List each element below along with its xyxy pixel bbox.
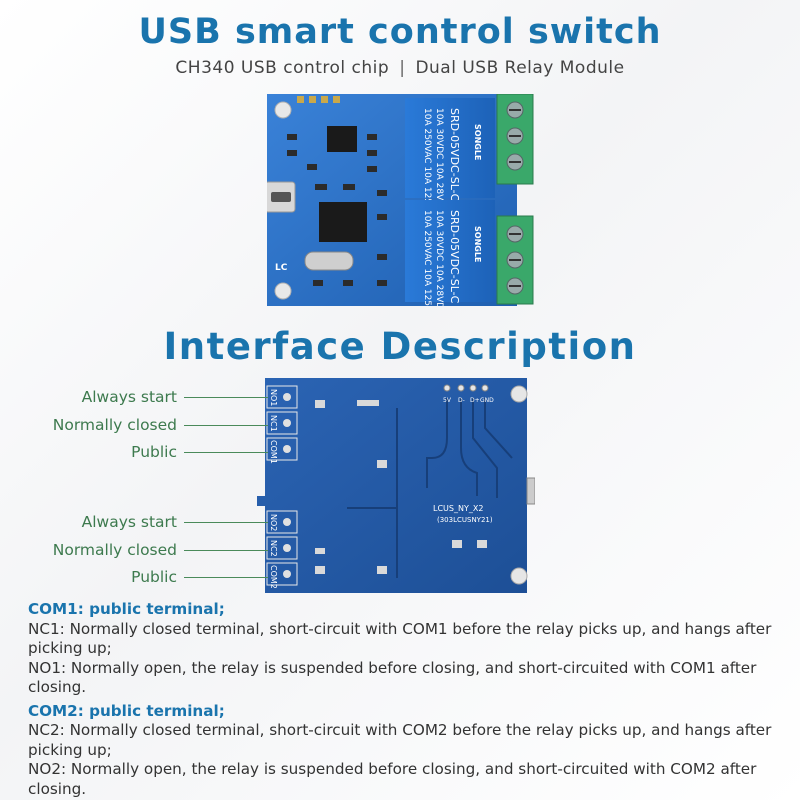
svg-text:SRD-05VDC-SL-C: SRD-05VDC-SL-C bbox=[448, 108, 461, 202]
pin-no1: NO1 bbox=[269, 389, 278, 406]
nc2-description: NC2: Normally closed terminal, short-cir… bbox=[28, 721, 772, 759]
subtitle-chip: CH340 USB control chip bbox=[175, 58, 390, 78]
svg-text:10A 30VDC 10A 28VDC: 10A 30VDC 10A 28VDC bbox=[434, 108, 444, 213]
callout-com2: Public bbox=[131, 568, 177, 586]
svg-text:SONGLE: SONGLE bbox=[473, 124, 482, 160]
callout-line bbox=[184, 452, 268, 453]
relay-board-back-image: 5V D- D+ GND LCUS_NY_X2 (303LCUSNY21) NO… bbox=[257, 378, 535, 593]
callout-no1: Always start bbox=[81, 388, 177, 406]
callout-line bbox=[184, 577, 268, 578]
description-block: COM1: public terminal; NC1: Normally clo… bbox=[28, 600, 778, 799]
svg-text:5V: 5V bbox=[443, 397, 452, 404]
pin-com2: COM2 bbox=[269, 565, 278, 589]
no2-description: NO2: Normally open, the relay is suspend… bbox=[28, 760, 757, 798]
callout-no2: Always start bbox=[81, 513, 177, 531]
nc1-description: NC1: Normally closed terminal, short-cir… bbox=[28, 619, 772, 658]
page-subtitle: CH340 USB control chip | Dual USB Relay Mo… bbox=[0, 58, 800, 78]
svg-text:SONGLE: SONGLE bbox=[473, 226, 482, 262]
board-model-text: LCUS_NY_X2 bbox=[433, 504, 483, 513]
callout-com1: Public bbox=[131, 443, 177, 461]
pin-nc2: NC2 bbox=[269, 540, 278, 557]
callout-line bbox=[184, 550, 268, 551]
section-title: Interface Description bbox=[163, 325, 637, 368]
relay-1: 10A 250VAC 10A 125VAC 10A 30VDC 10A 28VD… bbox=[405, 98, 495, 222]
com2-heading: COM2: public terminal; bbox=[28, 701, 225, 720]
pin-com1: COM1 bbox=[269, 440, 278, 464]
svg-text:10A 250VAC 10A 125VAC: 10A 250VAC 10A 125VAC bbox=[422, 210, 432, 306]
svg-text:10A 250VAC 10A 125VAC: 10A 250VAC 10A 125VAC bbox=[422, 108, 432, 222]
relay-board-front-image: LC 10A 250VAC 10A 125VAC 10A 30VDC 10A 2… bbox=[267, 94, 534, 306]
header-pins bbox=[297, 96, 340, 103]
terminal-block-2 bbox=[496, 215, 534, 305]
svg-text:10A 30VDC 10A 28VDC: 10A 30VDC 10A 28VDC bbox=[434, 210, 444, 306]
com1-heading: COM1: public terminal; bbox=[28, 600, 225, 618]
callout-line bbox=[184, 397, 268, 398]
svg-text:D-: D- bbox=[458, 397, 465, 404]
callout-nc2: Normally closed bbox=[52, 541, 177, 559]
svg-text:SRD-05VDC-SL-C: SRD-05VDC-SL-C bbox=[448, 210, 461, 304]
callout-line bbox=[184, 522, 268, 523]
callout-nc1: Normally closed bbox=[52, 416, 177, 434]
terminal-block-1 bbox=[496, 94, 534, 185]
board-marking-lc: LC bbox=[275, 263, 288, 273]
relay-2: 10A 250VAC 10A 125VAC 10A 30VDC 10A 28VD… bbox=[405, 200, 495, 306]
no1-description: NO1: Normally open, the relay is suspend… bbox=[28, 658, 757, 697]
svg-text:D+: D+ bbox=[470, 397, 480, 404]
subtitle-separator: | bbox=[399, 58, 406, 78]
pin-nc1: NC1 bbox=[269, 415, 278, 432]
svg-text:GND: GND bbox=[480, 397, 494, 404]
subtitle-module: Dual USB Relay Module bbox=[415, 58, 625, 78]
board-code-text: (303LCUSNY21) bbox=[437, 516, 493, 524]
page-title: USB smart control switch bbox=[138, 12, 662, 52]
callout-line bbox=[184, 425, 268, 426]
pin-no2: NO2 bbox=[269, 514, 278, 531]
